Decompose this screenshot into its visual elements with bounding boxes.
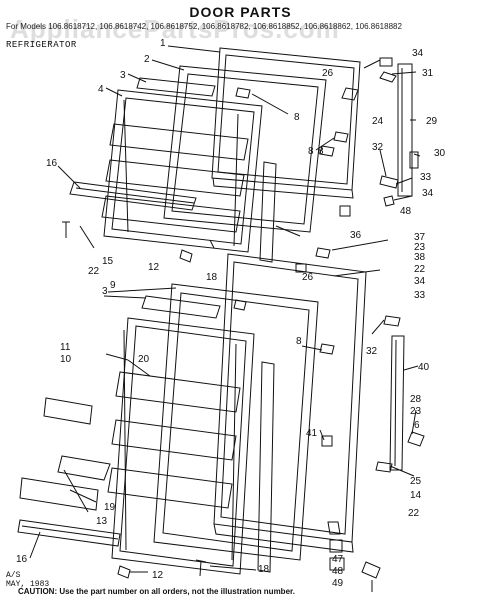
caution-note: CAUTION: Use the part number on all orde… — [18, 587, 295, 596]
callout-label: 24 — [372, 116, 384, 127]
callout-label: 26 — [302, 272, 314, 283]
callout-label: 18 — [258, 564, 270, 575]
callout-label: 34 — [422, 188, 434, 199]
callout-label: 3 — [102, 286, 108, 297]
revision-date: MAY, 1983 — [6, 580, 50, 589]
callout-label: 15 — [102, 256, 114, 267]
callout-label: 8 — [294, 112, 300, 123]
callout-label: 37 — [414, 232, 426, 243]
callout-label: 2 — [144, 54, 150, 65]
callout-label: 8 — [296, 336, 302, 347]
callout-label: 30 — [434, 148, 446, 159]
callout-label: 23 — [414, 242, 426, 253]
callout-label: 11 — [60, 342, 71, 353]
callout-label: 19 — [104, 502, 116, 513]
callout-label: 16 — [16, 554, 28, 565]
section-label: REFRIGERATOR — [6, 40, 77, 50]
callout-label: 47 — [332, 554, 344, 565]
callout-label: 12 — [148, 262, 160, 273]
callout-label: 33 — [420, 172, 432, 183]
callout-label: 6 — [414, 420, 420, 431]
page-title: DOOR PARTS — [189, 4, 292, 20]
models-line: For Models 106.8618712, 106.8618742, 106… — [6, 22, 402, 31]
callout-label: 49 — [332, 578, 344, 589]
callout-label: 10 — [60, 354, 72, 365]
callout-label: 16 — [46, 158, 58, 169]
callout-label: 18 — [206, 272, 218, 283]
callout-label: 14 — [410, 490, 422, 501]
callout-label: 13 — [96, 516, 108, 527]
callout-label: 34 — [414, 276, 426, 287]
callout-label: 40 — [418, 362, 430, 373]
callout-label: 22 — [408, 508, 420, 519]
callout-label: 36 — [350, 230, 362, 241]
callout-label: 20 — [138, 354, 150, 365]
revision-stamp: A/S — [6, 571, 21, 580]
callout-label: 25 — [410, 476, 422, 487]
callout-label: 34 — [412, 48, 424, 59]
callout-label: 1 — [160, 38, 166, 49]
callout-label: 48 — [332, 566, 344, 577]
callout-labels: 1 2 3 4 8 8 16 15 22 12 18 26 24 8 36 34… — [16, 38, 446, 589]
callout-label: 3 — [120, 70, 126, 81]
callout-label: 8 — [318, 146, 324, 157]
callout-label: 48 — [400, 206, 412, 217]
callout-label: 32 — [372, 142, 384, 153]
callout-label: 31 — [422, 68, 434, 79]
callout-label: 9 — [110, 280, 116, 291]
callout-label: 38 — [414, 252, 426, 263]
callout-label: 23 — [410, 406, 422, 417]
callout-label: 32 — [366, 346, 378, 357]
callout-label: 12 — [152, 570, 164, 581]
callout-label: 22 — [88, 266, 100, 277]
diagram-lines — [17, 45, 425, 592]
callout-label: 28 — [410, 394, 422, 405]
callout-label: 22 — [414, 264, 426, 275]
callout-label: 8 — [308, 146, 314, 157]
callout-label: 29 — [426, 116, 438, 127]
callout-label: 4 — [98, 84, 104, 95]
callout-label: 41 — [306, 428, 318, 439]
callout-label: 33 — [414, 290, 426, 301]
callout-label: 26 — [322, 68, 334, 79]
